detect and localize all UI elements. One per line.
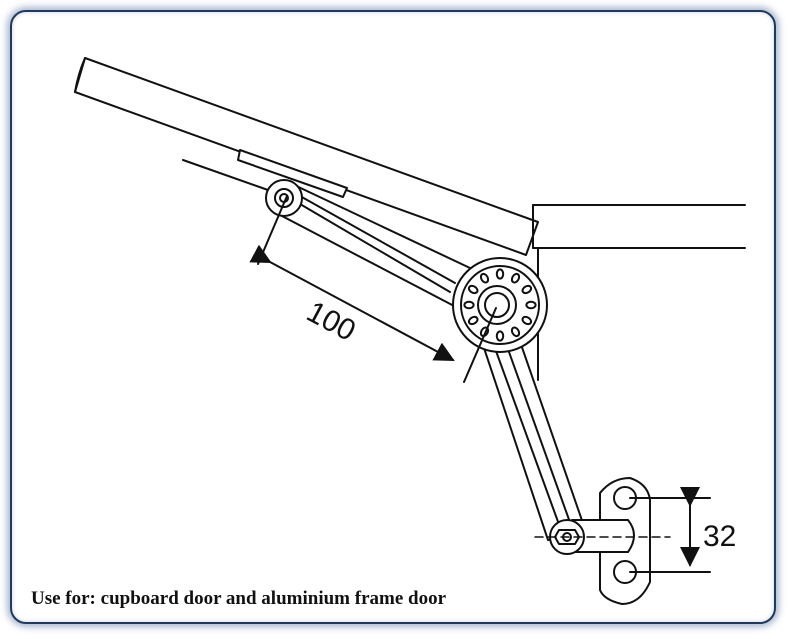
rosette-hole xyxy=(521,315,533,326)
rosette-hole xyxy=(495,268,505,280)
rosette-hole xyxy=(467,284,479,295)
rosette-hole xyxy=(463,300,475,310)
lid-panel xyxy=(74,57,539,256)
usage-caption: Use for: cupboard door and aluminium fra… xyxy=(31,588,447,609)
rosette-hole xyxy=(521,284,533,295)
lid-mounting-plate xyxy=(182,149,348,198)
lower-arm xyxy=(477,329,587,541)
rosette-wheel xyxy=(452,257,548,353)
cabinet-frame xyxy=(532,204,746,381)
rosette-hole xyxy=(525,300,537,310)
rosette-hole xyxy=(467,315,479,326)
rosette-hole xyxy=(510,326,521,338)
dimension-100-lines xyxy=(249,195,497,383)
lid-pivot xyxy=(265,179,303,217)
dimension-32-label: 32 xyxy=(703,520,736,553)
rosette-hole xyxy=(510,272,521,284)
rosette-hole xyxy=(479,272,490,284)
dimension-32-lines xyxy=(629,487,711,573)
dimension-100-label: 100 xyxy=(301,295,361,348)
rosette-hole xyxy=(495,330,505,342)
